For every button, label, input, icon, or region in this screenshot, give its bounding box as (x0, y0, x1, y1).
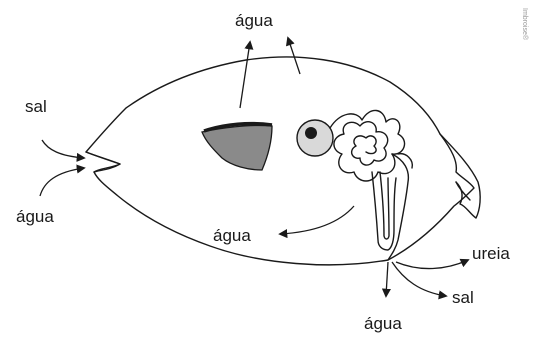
nephron-descending (372, 172, 396, 250)
image-credit: Imbroise® (521, 8, 529, 41)
glomerulus-dot (305, 127, 317, 139)
arrow-top-water-left (240, 42, 250, 108)
label-bottom-water: água (364, 314, 402, 333)
tail-fin-notch (456, 182, 470, 200)
arrow-urea (396, 260, 468, 269)
label-left-water: água (16, 207, 54, 226)
arrow-bottom-water (386, 262, 388, 296)
label-urea: ureia (472, 244, 510, 263)
gill (202, 125, 272, 170)
glomerulus-capsule (297, 120, 333, 156)
label-middle-water: água (213, 226, 251, 245)
label-top-water: água (235, 11, 273, 30)
arrow-left-water-in (40, 168, 84, 196)
arrow-middle-water-out (280, 206, 354, 234)
arrow-left-salt-in (42, 140, 84, 158)
label-bottom-salt: sal (452, 288, 474, 307)
arrow-top-water-right (288, 38, 300, 74)
arrow-bottom-salt (392, 262, 446, 296)
label-left-salt: sal (25, 97, 47, 116)
nephron-inner (380, 172, 389, 239)
nephron-tubule-loop (388, 154, 408, 260)
nephron-tubule (330, 110, 405, 181)
